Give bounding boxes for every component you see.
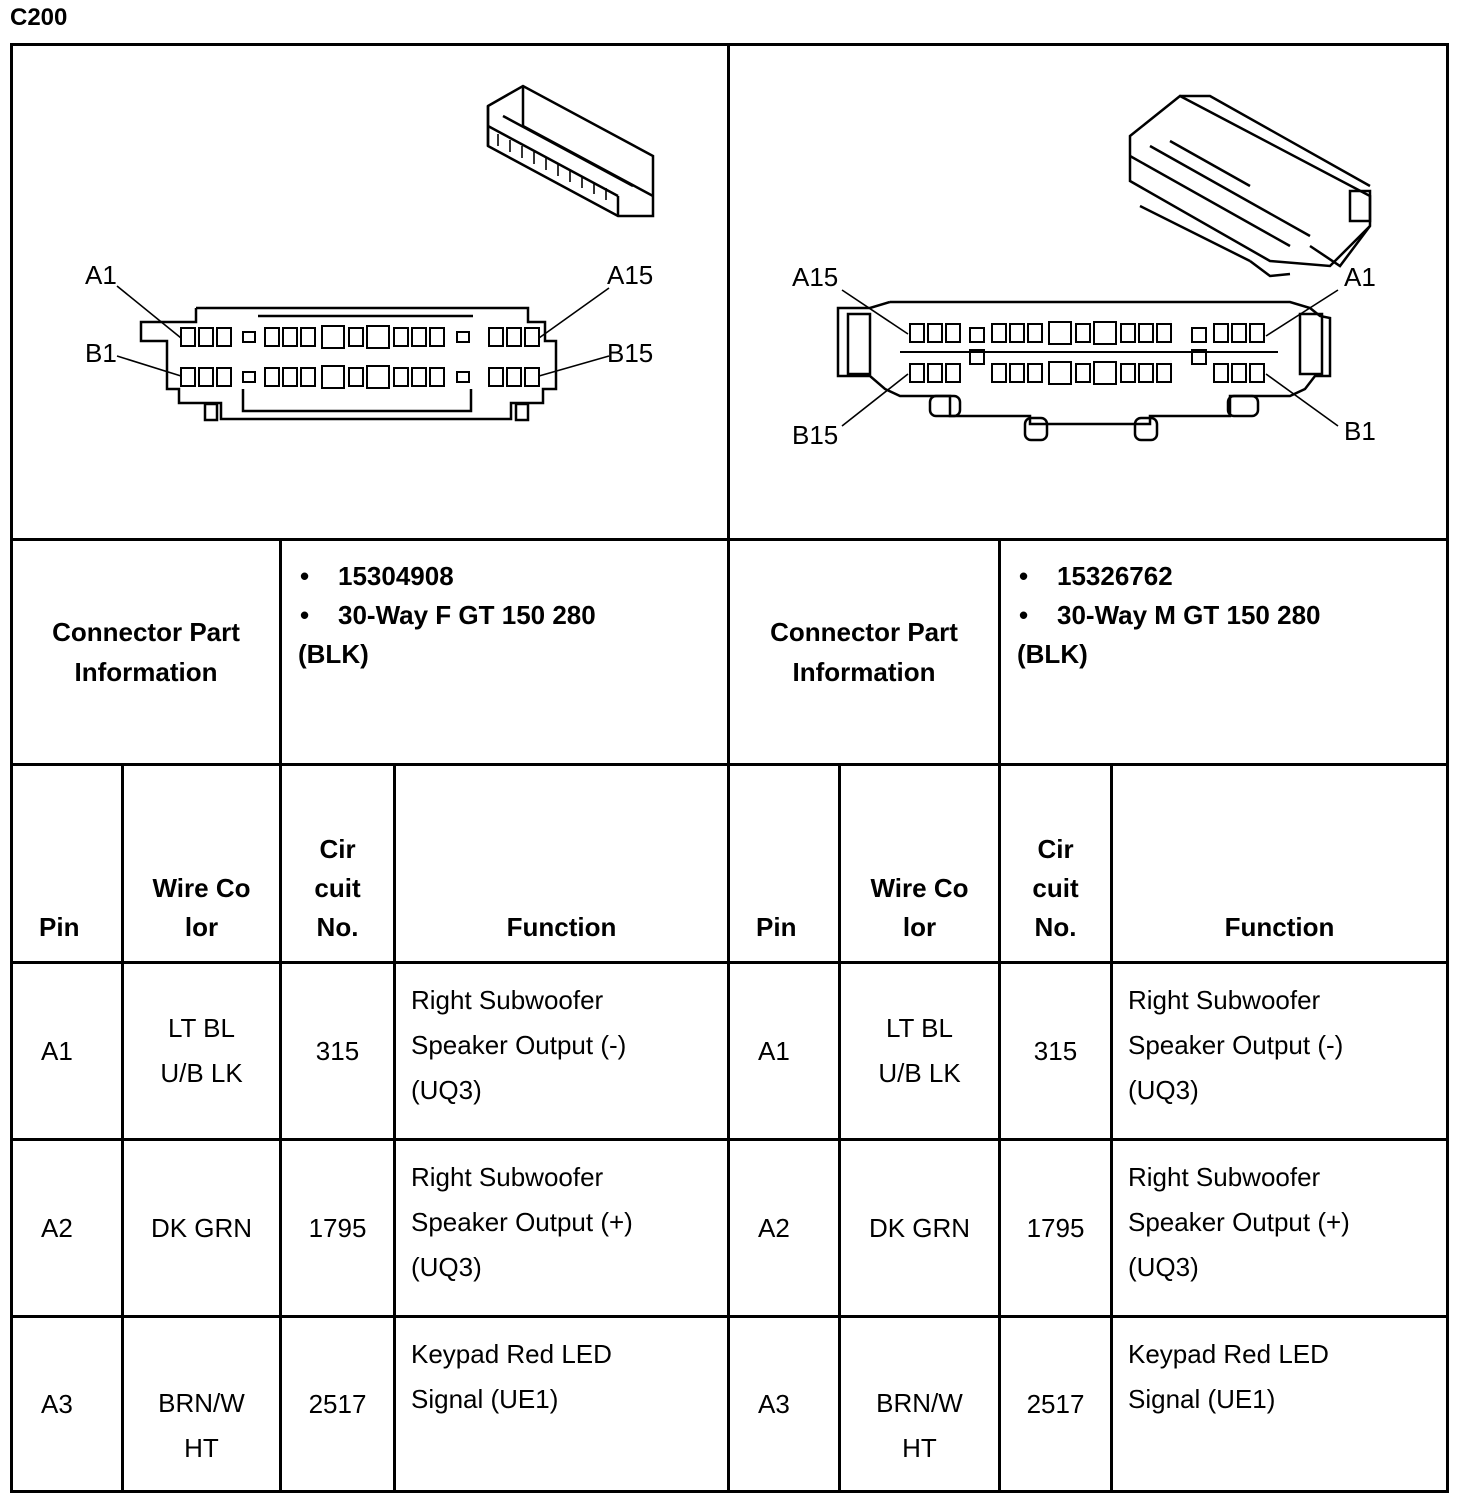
wire-color-cell: DK GRN xyxy=(838,1138,1001,1318)
label-b1: B1 xyxy=(1344,416,1376,446)
wire-color-cell: DK GRN xyxy=(121,1138,282,1318)
function-cell: Right Subwoofer Speaker Output (-) (UQ3) xyxy=(393,961,730,1141)
function-cell: Right Subwoofer Speaker Output (-) (UQ3) xyxy=(1110,961,1449,1141)
part-number: 15326762 xyxy=(1017,557,1446,596)
connector-part-info-label-right: Connector Part Information xyxy=(727,538,1001,766)
table-header-row: Pin Wire Color Cir cuit No. Function Pin… xyxy=(10,763,1449,964)
label-b15: B15 xyxy=(792,420,838,450)
female-connector-diagram-cell: A1 A15 B1 B15 xyxy=(10,43,730,541)
header-function: Function xyxy=(1110,763,1449,964)
function-cell: Keypad Red LED Signal (UE1) xyxy=(393,1315,730,1493)
connector-part-info-values-right: 15326762 30-Way M GT 150 280 (BLK) xyxy=(998,538,1449,766)
header-pin: Pin xyxy=(10,763,124,964)
pin-cell: A1 xyxy=(727,961,841,1141)
header-function: Function xyxy=(393,763,730,964)
part-number: 15304908 xyxy=(298,557,727,596)
wire-color-cell: BRN/W HT xyxy=(121,1315,282,1493)
header-pin: Pin xyxy=(727,763,841,964)
header-wire-color: Wire Color xyxy=(121,763,282,964)
table-row: A3 BRN/W HT 2517 Keypad Red LED Signal (… xyxy=(10,1315,1449,1493)
male-connector-housing xyxy=(836,300,1332,442)
male-connector-leader-lines xyxy=(841,289,1339,427)
female-connector-face-drawing: A1 A15 B1 B15 xyxy=(85,84,655,422)
female-connector-leader-lines xyxy=(116,285,610,377)
connector-part-info-label-left: Connector Part Information xyxy=(10,538,282,766)
male-connector-cavities-row-b xyxy=(909,349,1265,385)
male-connector-face-drawing: A15 A1 B15 B1 xyxy=(792,94,1376,450)
circuit-cell: 1795 xyxy=(998,1138,1113,1318)
circuit-cell: 2517 xyxy=(998,1315,1113,1493)
female-connector-housing xyxy=(139,306,558,422)
label-a1: A1 xyxy=(85,260,117,290)
male-connector-cavities-row-a xyxy=(909,321,1265,345)
header-circuit-no: Cir cuit No. xyxy=(998,763,1113,964)
pin-cell: A3 xyxy=(727,1315,841,1493)
table-row: A1 LT BLU/B LK 315 Right Subwoofer Speak… xyxy=(10,961,1449,1141)
wire-color-cell: LT BLU/B LK xyxy=(838,961,1001,1141)
female-connector-cavities-row-a xyxy=(180,325,540,349)
function-cell: Keypad Red LED Signal (UE1) xyxy=(1110,1315,1449,1493)
connector-sheet: A1 A15 B1 B15 xyxy=(10,43,1449,1493)
part-description: 30-Way M GT 150 280 xyxy=(1017,596,1446,635)
female-connector-cavities-row-b xyxy=(180,365,540,389)
circuit-cell: 2517 xyxy=(279,1315,396,1493)
circuit-cell: 1795 xyxy=(279,1138,396,1318)
pin-cell: A2 xyxy=(10,1138,124,1318)
wire-color-cell: LT BLU/B LK xyxy=(121,961,282,1141)
circuit-cell: 315 xyxy=(279,961,396,1141)
label-a15: A15 xyxy=(792,262,838,292)
circuit-cell: 315 xyxy=(998,961,1113,1141)
connector-part-info-values-left: 15304908 30-Way F GT 150 280 (BLK) xyxy=(279,538,730,766)
label-b15: B15 xyxy=(607,338,653,368)
label-b1: B1 xyxy=(85,338,117,368)
label-a1: A1 xyxy=(1344,262,1376,292)
connector-title: C200 xyxy=(10,4,68,31)
function-cell: Right Subwoofer Speaker Output (+) (UQ3) xyxy=(393,1138,730,1318)
wire-color-cell: BRN/W HT xyxy=(838,1315,1001,1493)
label-a15: A15 xyxy=(607,260,653,290)
header-circuit-no: Cir cuit No. xyxy=(279,763,396,964)
female-connector-3d-icon xyxy=(486,84,655,218)
male-connector-diagram-cell: A15 A1 B15 B1 xyxy=(727,43,1449,541)
pin-cell: A1 xyxy=(10,961,124,1141)
part-color: (BLK) xyxy=(1017,639,1088,669)
pin-cell: A2 xyxy=(727,1138,841,1318)
function-cell: Right Subwoofer Speaker Output (+) (UQ3) xyxy=(1110,1138,1449,1318)
part-description: 30-Way F GT 150 280 xyxy=(298,596,727,635)
header-wire-color: Wire Color xyxy=(838,763,1001,964)
male-connector-3d-icon xyxy=(1128,94,1372,278)
table-row: A2 DK GRN 1795 Right Subwoofer Speaker O… xyxy=(10,1138,1449,1318)
pin-cell: A3 xyxy=(10,1315,124,1493)
part-color: (BLK) xyxy=(298,639,369,669)
